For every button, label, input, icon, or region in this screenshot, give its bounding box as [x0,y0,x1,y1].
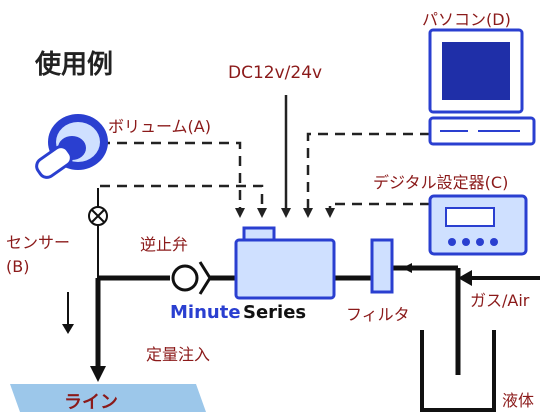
filter-icon [370,238,394,294]
line-label: ライン [64,392,118,413]
signal-arrowheads [235,208,335,218]
pc-label: パソコン(D) [422,10,511,29]
digital-setter-label: デジタル設定器(C) [373,173,508,192]
check-valve-icon [171,261,236,295]
brand-series: Series [243,302,306,323]
sensor-icon [88,206,108,226]
power-label: DC12v/24v [228,63,322,83]
signal-lines [100,132,430,210]
filter-label: フィルタ [346,305,410,324]
liquid-container-icon [420,330,496,412]
brand-minute: Minute [170,302,241,323]
line-pipe-icon [10,384,206,412]
pump-unit-icon [234,226,336,300]
sensor-label-line1: センサー [6,233,70,252]
liquid-label: 液体 [502,391,534,410]
diagram-title: 使用例 [34,50,113,80]
flow-arrow-down [90,366,106,382]
pc-icon [428,28,536,146]
gas-label: ガス/Air [470,291,530,310]
digital-setter-icon [428,194,528,256]
check-valve-label: 逆止弁 [140,235,188,254]
sensor-label-line2: (B) [6,257,29,276]
dosing-label: 定量注入 [146,345,210,364]
volume-label: ボリューム(A) [108,117,211,136]
volume-knob-icon [35,114,108,179]
